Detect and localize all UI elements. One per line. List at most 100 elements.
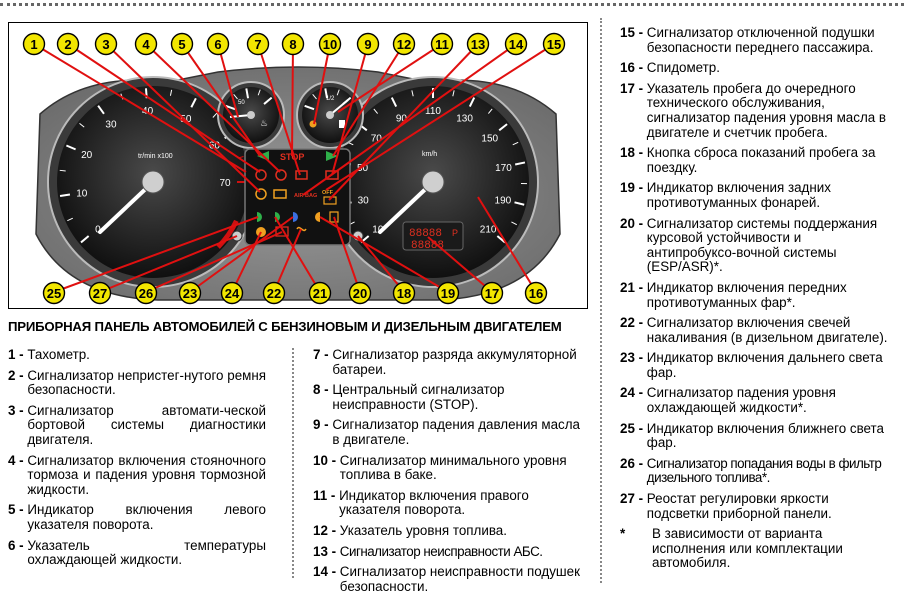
callout-5: 5 — [172, 34, 193, 55]
callout-24: 24 — [222, 283, 243, 304]
temperature-icon: ♨ — [260, 118, 268, 128]
callout-14: 14 — [506, 34, 527, 55]
callout-number: 10 — [323, 37, 337, 52]
gauge-tick-label: 210 — [480, 224, 497, 235]
gauge-tick-label: 10 — [76, 189, 88, 200]
callout-10: 10 — [320, 34, 341, 55]
callout-number: 18 — [397, 286, 411, 301]
legend-item-text: Указатель пробега до очередного техничес… — [647, 82, 890, 140]
callout-number: 25 — [47, 286, 61, 301]
callout-number: 21 — [313, 286, 327, 301]
temp-label-low: 50 — [238, 100, 245, 106]
legend-item-number: 25 - — [620, 422, 647, 451]
legend-item: * В зависимости от варианта исполнения и… — [620, 527, 890, 571]
legend-item-text: Сигнализатор включения свечей накаливани… — [647, 316, 890, 345]
legend-item: 8 - Центральный сигнализатор неисправнос… — [313, 383, 587, 412]
callout-number: 26 — [139, 286, 153, 301]
legend-item-number: 2 - — [8, 369, 27, 398]
gauge-tick-label: 20 — [81, 150, 93, 161]
callout-23: 23 — [180, 283, 201, 304]
legend-item-number: 19 - — [620, 181, 647, 210]
legend-item-text: Сигнализатор неисправности подушек безоп… — [340, 565, 587, 594]
callout-6: 6 — [208, 34, 229, 55]
legend-item-number: 21 - — [620, 281, 647, 310]
legend-item-text: Индикатор включения ближнего света фар. — [647, 422, 890, 451]
callout-number: 2 — [64, 37, 71, 52]
airbag-off-lamp-label: OFF — [322, 190, 334, 196]
legend-item-text: Спидометр. — [647, 61, 890, 76]
callout-25: 25 — [44, 283, 65, 304]
legend-item: 26 - Сигнализатор попадания воды в фильт… — [620, 457, 890, 486]
legend-item-number: 14 - — [313, 565, 340, 594]
legend-item-text: Сигнализатор падения давления масла в дв… — [332, 418, 587, 447]
callout-16: 16 — [526, 283, 547, 304]
legend-item-number: 12 - — [313, 524, 340, 539]
legend-item: 7 - Сигнализатор разряда аккумуляторной … — [313, 348, 587, 377]
gauge-tick-label: 150 — [481, 134, 498, 145]
legend-item-text: Сигнализатор минимального уровня топлива… — [340, 454, 587, 483]
legend-item: 23 - Индикатор включения дальнего света … — [620, 351, 890, 380]
legend-item-text: Сигнализатор непристег-нутого ремня безо… — [27, 369, 266, 398]
column-divider-right — [600, 18, 602, 583]
legend-item: 2 - Сигнализатор непристег-нутого ремня … — [8, 369, 266, 398]
legend-item: 3 - Сигнализатор автомати-ческой бортово… — [8, 404, 266, 448]
legend-item-number: 4 - — [8, 454, 27, 498]
legend-item: 12 - Указатель уровня топлива. — [313, 524, 587, 539]
callout-number: 5 — [178, 37, 185, 52]
callout-number: 16 — [529, 286, 543, 301]
legend-item-number: 9 - — [313, 418, 332, 447]
top-dotted-rule — [0, 3, 904, 6]
legend-item-number: 15 - — [620, 26, 647, 55]
legend-item: 11 - Индикатор включения правого указате… — [313, 489, 587, 518]
callout-number: 9 — [364, 37, 371, 52]
legend-item: 20 - Сигнализатор системы поддержания ку… — [620, 217, 890, 275]
callout-1: 1 — [24, 34, 45, 55]
legend-item: 15 - Сигнализатор отключенной подушки бе… — [620, 26, 890, 55]
legend-item-text: Сигнализатор разряда аккумуляторной бата… — [332, 348, 587, 377]
gauge-tick-label: 130 — [456, 113, 473, 124]
callout-8: 8 — [283, 34, 304, 55]
legend-item-number: 27 - — [620, 492, 647, 521]
legend-item-text: Индикатор включения дальнего света фар. — [647, 351, 890, 380]
legend-item-number: 24 - — [620, 386, 647, 415]
legend-item-text: Сигнализатор включения стояночного тормо… — [27, 454, 266, 498]
gauge-tick-label: 70 — [219, 178, 231, 189]
callout-number: 19 — [441, 286, 455, 301]
legend-item: 1 - Тахометр. — [8, 348, 266, 363]
legend-item-text: Сигнализатор попадания воды в фильтр диз… — [647, 457, 890, 486]
legend-item-number: 23 - — [620, 351, 647, 380]
leader-line — [292, 44, 293, 156]
lcd-digits: 88888 — [409, 228, 442, 240]
legend-item: 25 - Индикатор включения ближнего света … — [620, 422, 890, 451]
lcd-unit: P — [452, 228, 458, 238]
callout-26: 26 — [136, 283, 157, 304]
legend-item-text: Кнопка сброса показаний пробега за поезд… — [647, 146, 890, 175]
speedometer-unit: km/h — [422, 151, 437, 158]
callout-27: 27 — [90, 283, 111, 304]
callout-15: 15 — [544, 34, 565, 55]
callout-22: 22 — [264, 283, 285, 304]
legend-item-number: 20 - — [620, 217, 647, 275]
legend-column-2: 7 - Сигнализатор разряда аккумуляторной … — [313, 348, 587, 600]
callout-17: 17 — [482, 283, 503, 304]
legend-item: 27 - Реостат регулировки яркости подсвет… — [620, 492, 890, 521]
legend-item-number: 18 - — [620, 146, 647, 175]
legend-item: 22 - Сигнализатор включения свечей накал… — [620, 316, 890, 345]
callout-number: 27 — [93, 286, 107, 301]
legend-item-number: 8 - — [313, 383, 332, 412]
legend-item-number: 22 - — [620, 316, 647, 345]
callout-number: 13 — [471, 37, 485, 52]
callout-18: 18 — [394, 283, 415, 304]
tachometer-hub — [142, 171, 164, 193]
callout-number: 15 — [547, 37, 561, 52]
callout-3: 3 — [96, 34, 117, 55]
callout-number: 4 — [142, 37, 150, 52]
gauge-tick-label: 30 — [358, 195, 370, 206]
legend-item-number: 26 - — [620, 457, 647, 486]
legend-item: 4 - Сигнализатор включения стояночного т… — [8, 454, 266, 498]
fuel-label-half: 1/2 — [326, 96, 335, 102]
callout-2: 2 — [58, 34, 79, 55]
callout-9: 9 — [358, 34, 379, 55]
legend-item-text: Сигнализатор падения уровня охлаждающей … — [647, 386, 890, 415]
